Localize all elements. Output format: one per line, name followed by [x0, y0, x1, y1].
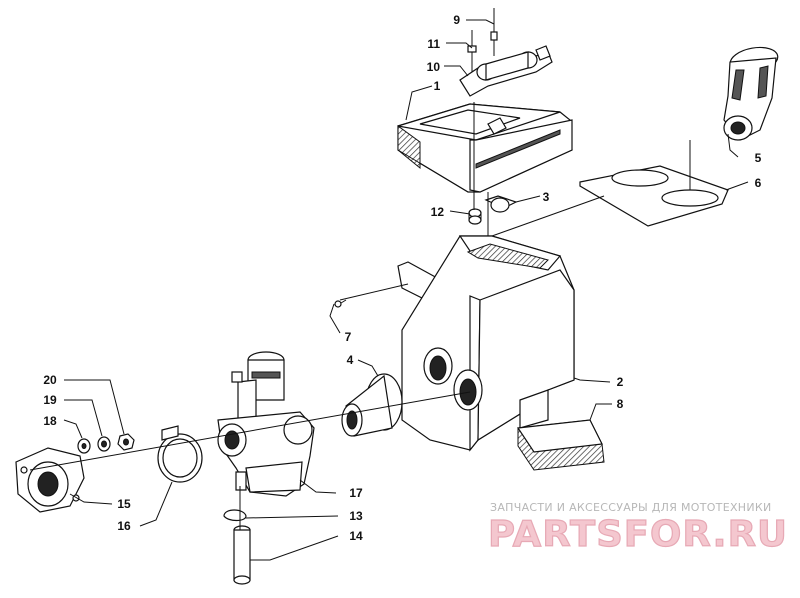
part-18-washer: [77, 438, 91, 454]
watermark: ЗАПЧАСТИ И АКСЕССУАРЫ ДЛЯ МОТОТЕХНИКИ PA…: [487, 501, 788, 556]
callout-1: 1: [434, 79, 441, 93]
part-17-carburetor: [217, 351, 315, 497]
watermark-logo: PARTSFOR.RU: [488, 514, 788, 555]
part-14-hose: [233, 525, 251, 585]
part-15-flange: [15, 447, 85, 513]
part-16-clamp: [157, 425, 203, 483]
callout-9: 9: [453, 13, 460, 27]
assembly-lines: [29, 102, 691, 530]
part-8-foam-pad: [516, 419, 605, 471]
callout-8: 8: [617, 397, 624, 411]
part-1-airbox-lid: [397, 103, 573, 193]
watermark-tagline: ЗАПЧАСТИ И АКСЕССУАРЫ ДЛЯ МОТОТЕХНИКИ: [490, 501, 772, 514]
callout-13: 13: [349, 509, 363, 523]
part-7-screw: [334, 299, 347, 308]
callout-17: 17: [349, 486, 363, 500]
callout-7: 7: [345, 330, 352, 344]
callout-18: 18: [43, 414, 57, 428]
part-10-bracket: [459, 45, 553, 97]
part-12-nut: [468, 208, 482, 225]
part-6-gasket-plate: [579, 165, 729, 227]
callout-4: 4: [347, 353, 354, 367]
leader-lines: [63, 19, 749, 561]
callout-11: 11: [427, 37, 440, 51]
callout-3: 3: [543, 190, 550, 204]
callout-5: 5: [755, 151, 762, 165]
callout-14: 14: [349, 529, 363, 543]
part-20-nut: [117, 433, 135, 451]
part-19-washer: [97, 436, 111, 452]
callout-15: 15: [117, 497, 131, 511]
part-13-clip: [223, 509, 247, 522]
part-3-grommet: [484, 195, 518, 213]
callout-6: 6: [755, 176, 762, 190]
callout-20: 20: [43, 373, 57, 387]
callout-10: 10: [427, 60, 441, 74]
callout-12: 12: [431, 205, 445, 219]
part-5-intake-boot: [723, 46, 779, 141]
callout-19: 19: [43, 393, 57, 407]
part-9-pin: [490, 8, 498, 56]
callout-2: 2: [617, 375, 624, 389]
part-2-airbox-body: [397, 235, 575, 452]
part-4-air-boot: [341, 373, 403, 437]
callout-labels: 9 11 10 1 3 12 5 6 7 4 2 8 20 19 18 15 1…: [43, 13, 761, 543]
callout-16: 16: [117, 519, 131, 533]
